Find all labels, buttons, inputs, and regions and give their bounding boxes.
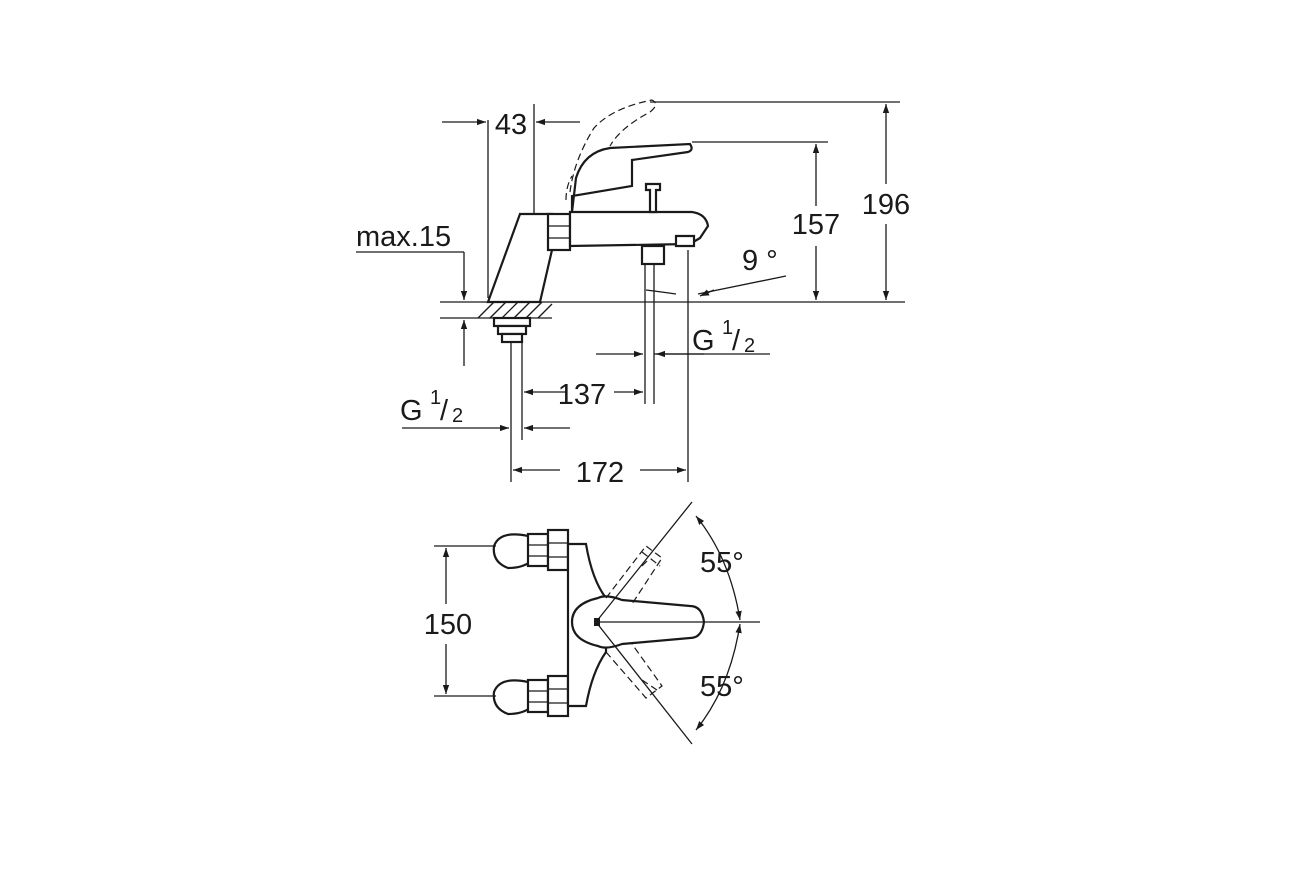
dim-196-label: 196 bbox=[862, 189, 910, 221]
spout-outlet bbox=[674, 234, 696, 248]
mixer-base bbox=[486, 212, 554, 304]
fixing-nut bbox=[492, 316, 532, 328]
diverter-knob bbox=[644, 182, 662, 214]
dim-angle-55-top-label: 55° bbox=[700, 547, 744, 579]
svg-text:2: 2 bbox=[452, 405, 463, 427]
svg-text:/: / bbox=[440, 395, 449, 427]
svg-text:G: G bbox=[400, 395, 423, 427]
outlet-pipe-stub bbox=[640, 244, 666, 266]
top-view: 55° 55° 150 bbox=[424, 501, 760, 745]
dim-inlet-thread-label: G 1 / 2 bbox=[400, 387, 463, 427]
swivel-outline-top bbox=[605, 545, 663, 605]
lever-handle bbox=[570, 142, 693, 213]
dim-137-label: 137 bbox=[558, 379, 606, 411]
dim-43-label: 43 bbox=[495, 109, 527, 141]
swivel-outline-bottom bbox=[605, 643, 663, 699]
svg-text:G: G bbox=[692, 325, 715, 357]
dim-angle-55-bottom-label: 55° bbox=[700, 671, 744, 703]
svg-text:/: / bbox=[732, 325, 741, 357]
inlet-connector-top bbox=[492, 533, 532, 570]
side-view: 43 max.15 157 196 9 ° G 1 / 2 bbox=[356, 99, 910, 489]
inlet-connector-bottom bbox=[492, 679, 532, 716]
swivel-arc-top bbox=[695, 515, 742, 621]
inlet-nut bbox=[546, 212, 572, 252]
dim-150-label: 150 bbox=[424, 609, 472, 641]
dim-outlet-thread-label: G 1 / 2 bbox=[692, 317, 755, 357]
dim-172-label: 172 bbox=[576, 457, 624, 489]
lever-raised-outline bbox=[569, 99, 657, 193]
swivel-arc-bottom bbox=[695, 623, 742, 731]
dim-angle-9-label: 9 ° bbox=[742, 245, 778, 277]
deck-hatching bbox=[477, 301, 553, 319]
dim-157-label: 157 bbox=[792, 209, 840, 241]
svg-text:1: 1 bbox=[430, 387, 441, 409]
dim-max15-label: max.15 bbox=[356, 221, 451, 253]
svg-text:1: 1 bbox=[722, 317, 733, 339]
svg-text:2: 2 bbox=[744, 335, 755, 357]
